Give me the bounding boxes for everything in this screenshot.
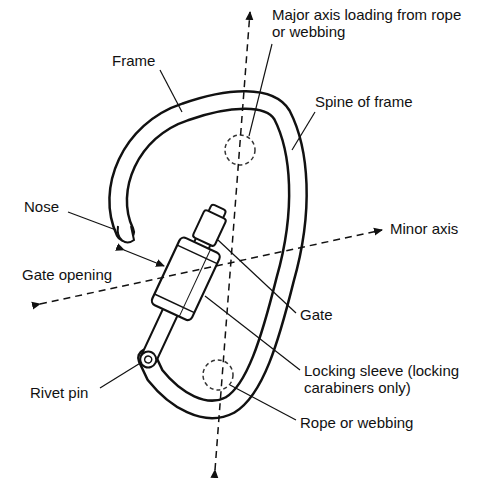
part-label: Nose bbox=[24, 198, 59, 215]
part-label: Gate bbox=[300, 306, 333, 323]
rope-position bbox=[225, 135, 255, 165]
leader-lines bbox=[68, 44, 315, 420]
part-label: Major axis loading from rope or webbing bbox=[272, 6, 472, 40]
rope-position bbox=[203, 360, 233, 390]
nose-hook bbox=[118, 226, 134, 242]
gate-assembly bbox=[125, 198, 239, 376]
frame-body bbox=[118, 100, 298, 409]
part-label: Minor axis bbox=[390, 220, 458, 237]
part-label: Locking sleeve (locking carabiners only) bbox=[304, 362, 489, 396]
part-label: Gate opening bbox=[22, 266, 112, 283]
part-label: Frame bbox=[112, 52, 155, 69]
part-label: Spine of frame bbox=[315, 93, 413, 110]
part-label: Rope or webbing bbox=[300, 414, 413, 431]
major-axis bbox=[215, 12, 250, 470]
frame-outline bbox=[118, 100, 298, 409]
part-label: Rivet pin bbox=[30, 384, 88, 401]
gate-opening-arrow bbox=[124, 250, 164, 266]
